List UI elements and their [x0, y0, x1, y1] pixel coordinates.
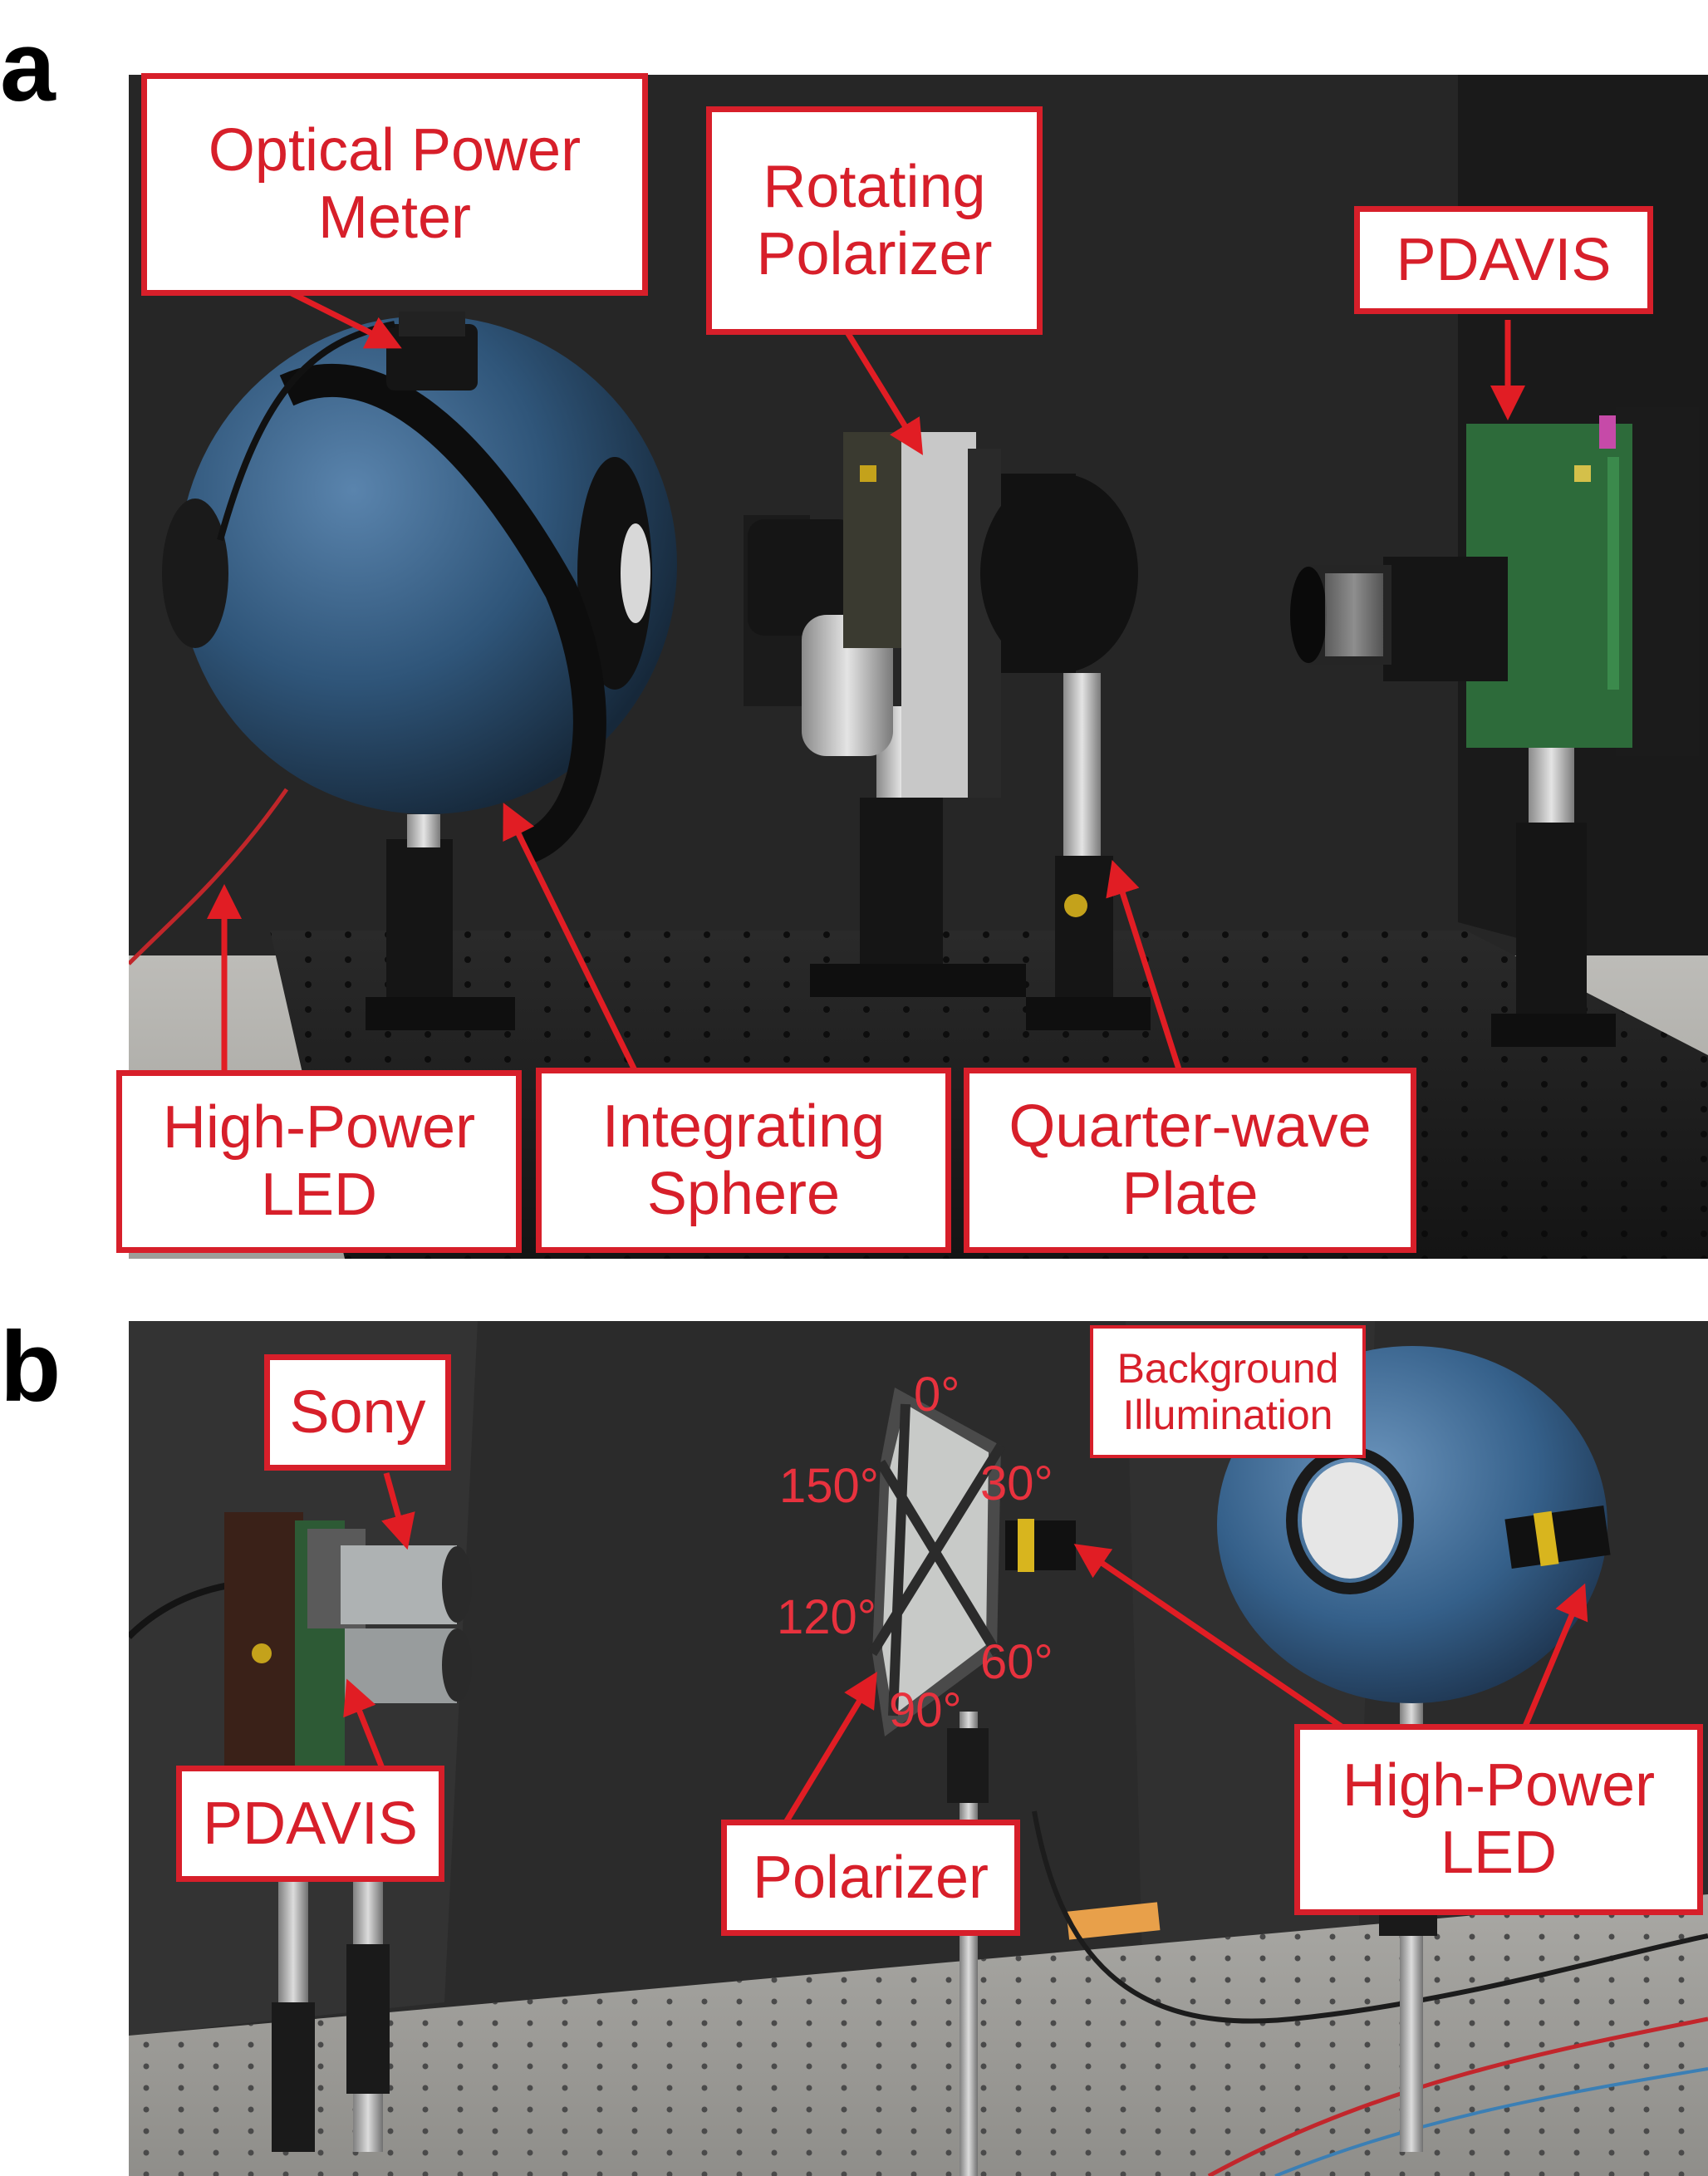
- label-optical-power-meter: Optical Power Meter: [141, 73, 648, 296]
- label-rotating-polarizer: Rotating Polarizer: [706, 106, 1043, 335]
- label-integrating-sphere: Integrating Sphere: [536, 1068, 951, 1253]
- label-sony: Sony: [264, 1354, 451, 1471]
- label-high-power-led-a: High-Power LED: [116, 1070, 522, 1253]
- label-background-illumination: Background Illumination: [1090, 1325, 1366, 1458]
- label-pdavis-a: PDAVIS: [1354, 206, 1653, 314]
- label-pdavis-b: PDAVIS: [176, 1766, 444, 1882]
- angle-30: 30°: [980, 1456, 1053, 1510]
- label-polarizer: Polarizer: [721, 1820, 1020, 1936]
- angle-60: 60°: [980, 1635, 1053, 1689]
- angle-0: 0°: [914, 1368, 960, 1422]
- angle-90: 90°: [889, 1683, 962, 1737]
- label-high-power-led-b: High-Power LED: [1294, 1724, 1703, 1915]
- angle-150: 150°: [779, 1459, 879, 1513]
- label-quarter-wave-plate: Quarter-wave Plate: [964, 1068, 1416, 1253]
- panel-letter-b: b: [0, 1311, 61, 1422]
- panel-letter-a: a: [0, 11, 56, 122]
- angle-120: 120°: [777, 1590, 876, 1644]
